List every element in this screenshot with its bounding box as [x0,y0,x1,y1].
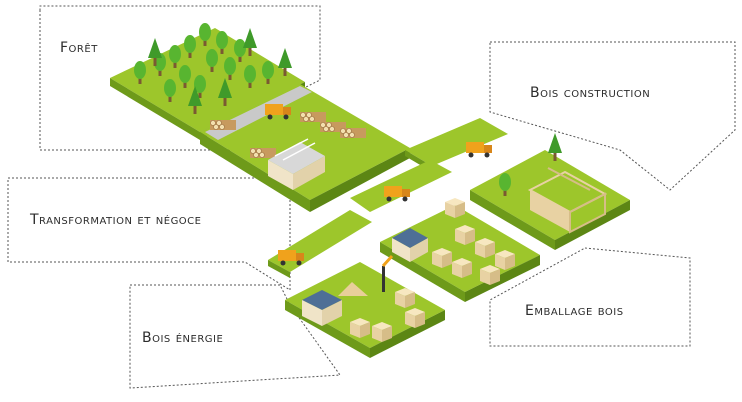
log-pile-icon [209,119,237,131]
house-frame-icon [499,133,608,234]
pallet-icon [455,225,475,245]
energie-items [302,254,425,342]
pallet-icon [452,258,472,278]
label-emballage: Emballage bois [525,303,624,319]
pallet-icon [395,288,415,308]
emballage-label-outline [489,247,691,347]
house-icon [302,290,342,326]
construction-platform [470,150,630,250]
truck-icon [466,142,492,158]
foret-label-outline [39,5,321,151]
transformation-label-outline [7,177,291,291]
log-pile-icon [339,127,367,139]
woodchip-pile-icon [338,282,368,296]
construction-label-outline [489,41,736,191]
label-energie: Bois énergie [142,330,224,346]
log-pile-icon [249,147,277,159]
pallet-icon [480,265,500,285]
energie-label-outline [129,284,341,389]
label-transformation: Transformation et négoce [30,212,202,228]
crane-icon [381,254,394,292]
pallet-icon [445,198,465,218]
label-foret: Forêt [60,40,98,56]
house-icon [392,228,428,262]
log-pile-icon [299,111,327,123]
warehouse-icon [268,138,325,190]
pallet-icon [372,322,392,342]
pallet-icon [475,238,495,258]
road-link-construction [405,118,508,172]
pallet-icon [495,250,515,270]
emballage-pallets [392,198,515,285]
label-bois-construction: Bois construction [530,85,651,101]
pallet-icon [405,308,425,328]
pallet-icon [432,248,452,268]
pallet-icon [350,318,370,338]
